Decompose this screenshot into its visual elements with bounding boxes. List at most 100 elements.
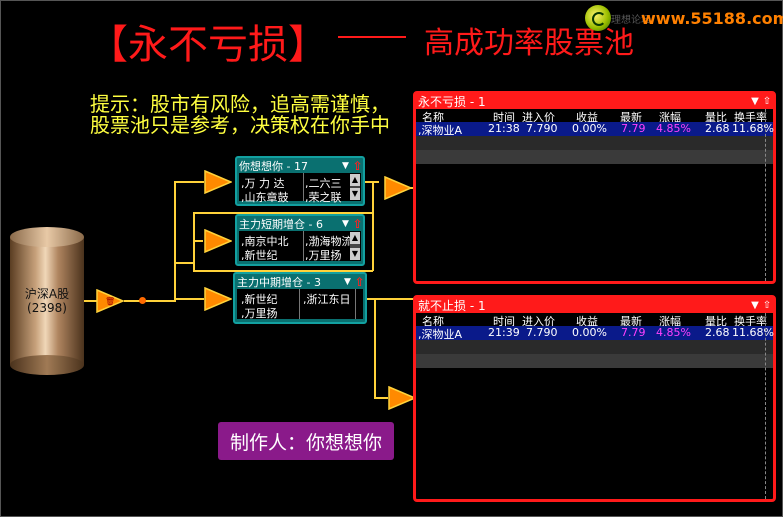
scrollbar[interactable] — [765, 313, 773, 499]
junction-dot — [139, 297, 146, 304]
filter-triangle-icon — [388, 386, 416, 410]
wire — [193, 212, 373, 214]
arrow-up-icon[interactable]: ⇧ — [352, 158, 363, 173]
wire — [372, 181, 374, 271]
column-header[interactable]: 换手率 — [734, 111, 767, 124]
wire — [124, 300, 174, 302]
pool-panel-2[interactable]: 就不止损 - 1 ▼ ⇧ 名称 时间 进入价 收益 最新 涨幅 量比 换手率 ,… — [413, 295, 776, 502]
scrollbar[interactable]: ▲ ▼ — [350, 232, 360, 260]
column-header[interactable]: 量比 — [705, 111, 727, 124]
list-item[interactable]: ,万里扬 — [241, 307, 278, 320]
wire — [84, 300, 98, 302]
filter-node-1[interactable] — [204, 170, 232, 194]
list-item[interactable]: ,渤海物流 — [305, 235, 353, 248]
wire — [174, 262, 194, 264]
svg-text:🗑: 🗑 — [105, 297, 115, 306]
column-header[interactable]: 时间 — [493, 111, 515, 124]
pool-panel-1[interactable]: 永不亏损 - 1 ▼ ⇧ 名称 时间 进入价 收益 最新 涨幅 量比 换手率 ,… — [413, 91, 776, 284]
tip-line-2: 股票池只是参考，决策权在你手中 — [90, 113, 390, 137]
list-item[interactable]: ,二六三 — [305, 177, 342, 190]
dropdown-icon[interactable]: ▼ — [751, 300, 759, 311]
pool-title: 就不止损 - 1 — [418, 299, 486, 313]
arrow-up-icon[interactable]: ⇧ — [762, 96, 772, 107]
mini-panel-title: 你想想你 - 17 — [239, 159, 308, 173]
mini-panel-2[interactable]: 主力短期增仓 - 6 ▼ ⇧ ,南京中北 ,渤海物流 ,新世纪 ,万里扬 ▲ ▼ — [235, 214, 365, 266]
filter-triangle-icon: 🗑 — [96, 289, 124, 313]
dropdown-icon[interactable]: ▼ — [342, 218, 349, 229]
list-item[interactable]: ,万 力 达 — [241, 177, 285, 190]
column-header[interactable]: 涨幅 — [659, 111, 681, 124]
dropdown-icon[interactable]: ▼ — [751, 96, 759, 107]
pool-title: 永不亏损 - 1 — [418, 95, 486, 109]
maker-label: 制作人：你想想你 — [218, 422, 394, 460]
mini-panel-title: 主力中期增仓 - 3 — [237, 275, 321, 289]
filter-node-3[interactable] — [204, 287, 232, 311]
title-divider — [338, 36, 406, 38]
scrollbar[interactable] — [765, 109, 773, 281]
list-item[interactable]: ,万里扬 — [305, 249, 342, 262]
column-header[interactable]: 名称 — [422, 315, 444, 328]
list-item[interactable]: ,荣之联 — [305, 191, 342, 204]
wire — [374, 298, 376, 398]
mini-panel-title: 主力短期增仓 - 6 — [239, 217, 323, 231]
column-header[interactable]: 收益 — [576, 111, 598, 124]
page-subtitle: 高成功率股票池 — [424, 26, 634, 61]
column-header[interactable]: 收益 — [576, 315, 598, 328]
empty-row — [416, 136, 773, 150]
column-header[interactable]: 最新 — [620, 111, 642, 124]
list-item[interactable]: ,新世纪 — [241, 249, 278, 262]
scrollbar[interactable]: ▲ ▼ — [350, 174, 360, 200]
column-header[interactable]: 量比 — [705, 315, 727, 328]
wire — [193, 212, 195, 272]
empty-row — [416, 354, 773, 368]
arrow-up-icon[interactable]: ⇧ — [352, 216, 363, 231]
arrow-up-icon[interactable]: ⇧ — [354, 274, 365, 289]
logo-url: www.55188.com — [641, 9, 783, 28]
column-header[interactable]: 涨幅 — [659, 315, 681, 328]
arrow-up-icon[interactable]: ⇧ — [762, 300, 772, 311]
table-row[interactable]: ,深物业A 21:39 7.790 0.00% 7.79 4.85% 2.68 … — [416, 326, 774, 341]
tip-line-1: 提示：股市有风险，追高需谨慎， — [90, 92, 390, 116]
wire — [193, 240, 203, 242]
column-header[interactable]: 时间 — [493, 315, 515, 328]
scroll-down-icon[interactable]: ▼ — [350, 248, 360, 260]
column-header[interactable]: 名称 — [422, 111, 444, 124]
list-item[interactable]: ,浙江东日 — [303, 293, 351, 306]
table-header: 名称 时间 进入价 收益 最新 涨幅 量比 换手率 — [416, 313, 773, 328]
column-header[interactable]: 进入价 — [522, 111, 555, 124]
wire — [193, 270, 373, 272]
dropdown-icon[interactable]: ▼ — [342, 160, 349, 171]
wire — [374, 298, 418, 300]
filter-triangle-icon — [204, 229, 232, 253]
filter-triangle-icon — [384, 176, 412, 200]
column-header[interactable]: 最新 — [620, 315, 642, 328]
filter-node-pool-1[interactable] — [384, 176, 412, 200]
column-header[interactable]: 换手率 — [734, 315, 767, 328]
wire — [367, 298, 375, 300]
source-count: (2398) — [27, 301, 67, 315]
filter-node-pool-2[interactable] — [388, 386, 416, 410]
column-header[interactable]: 进入价 — [522, 315, 555, 328]
filter-triangle-icon — [204, 287, 232, 311]
table-row[interactable]: ,深物业A 21:38 7.790 0.00% 7.79 4.85% 2.68 … — [416, 122, 774, 137]
mini-panel-1[interactable]: 你想想你 - 17 ▼ ⇧ ,万 力 达 ,二六三 ,山东章鼓 ,荣之联 ▲ ▼ — [235, 156, 365, 206]
mini-panel-3[interactable]: 主力中期增仓 - 3 ▼ ⇧ ,新世纪 ,浙江东日 ,万里扬 — [233, 272, 367, 324]
list-item[interactable]: ,南京中北 — [241, 235, 289, 248]
empty-row — [416, 340, 773, 354]
scroll-up-icon[interactable]: ▲ — [350, 174, 360, 186]
source-cylinder[interactable]: 沪深A股 (2398) — [10, 227, 84, 375]
list-item[interactable]: ,新世纪 — [241, 293, 278, 306]
logo-cn-text: 理想论坛 — [611, 15, 651, 26]
scroll-up-icon[interactable]: ▲ — [350, 232, 360, 244]
table-header: 名称 时间 进入价 收益 最新 涨幅 量比 换手率 — [416, 109, 773, 124]
dropdown-icon[interactable]: ▼ — [344, 276, 351, 287]
wire — [174, 181, 204, 183]
scroll-down-icon[interactable]: ▼ — [350, 188, 360, 200]
filter-triangle-icon — [204, 170, 232, 194]
wire — [374, 397, 388, 399]
filter-node-source[interactable]: 🗑 — [96, 289, 124, 313]
page-title: 【永不亏损】 — [88, 22, 328, 68]
logo-ball-icon — [585, 5, 611, 31]
list-item[interactable]: ,山东章鼓 — [241, 191, 289, 204]
filter-node-2[interactable] — [204, 229, 232, 253]
